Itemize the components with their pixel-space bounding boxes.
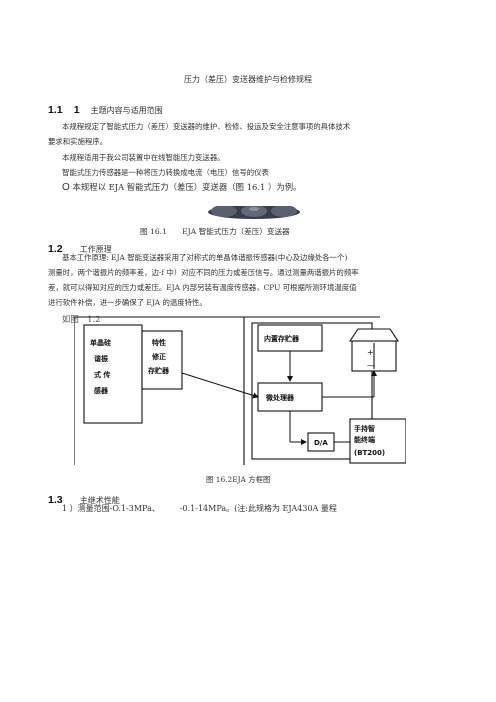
handheld-label-line: 能终端 xyxy=(354,435,375,444)
sensor-label-line: 式 传 xyxy=(94,370,110,379)
feature-label-line: 存贮器 xyxy=(148,366,170,375)
figure-caption: 图 16.2EJA 方框图 xyxy=(206,475,271,484)
sensor-label-line: 谐振 xyxy=(94,354,108,363)
feature-memory-block xyxy=(141,330,183,390)
feature-label-line: 修正 xyxy=(151,352,166,361)
sensor-label-line: 感器 xyxy=(94,386,109,395)
section-1-2-heading: 1.2 工作原理 xyxy=(48,237,112,256)
section-number: 1.1 xyxy=(48,104,63,116)
handheld-label-line: 手持智 xyxy=(354,424,375,433)
section-heading-text: 工作原理 xyxy=(79,245,112,254)
paragraph-line: O 本规程以 EJA 智能式压力（差压）变送器（图 16.1 ）为例。 xyxy=(62,181,302,193)
memory-block xyxy=(257,324,323,352)
feature-label-line: 特性 xyxy=(152,338,166,347)
handheld-block xyxy=(349,418,406,464)
section-1-3-heading: 1.3 主继术性能 xyxy=(48,488,120,507)
figure-caption: 图 16.1 EJA 智能式压力（差压）变送器 xyxy=(140,227,290,236)
sensor-label-line: 单晶硅 xyxy=(90,338,111,347)
paragraph-line: 本规程适用于我公司装置中在线智能压力变送器。 xyxy=(62,153,225,162)
da-label: D/A xyxy=(314,439,328,447)
paragraph-text: 本规程以 EJA 智能式压力（差压）变送器（图 16.1 ）为例。 xyxy=(72,182,302,192)
memory-label: 内置存贮器 xyxy=(264,334,300,343)
section-number: 1.3 xyxy=(48,494,63,506)
block-diagram: 单晶硅 谐振 式 传 感器 特性 修正 存贮器 内置存贮器 微处理器 D/A 手… xyxy=(74,316,406,465)
handheld-label-line: (BT200) xyxy=(354,449,385,457)
paragraph-line: 智能式压力传感器是一种将压力转换成电流（电压）信号的仪表 xyxy=(62,168,269,177)
document-title: 压力（差压）变送器维护与检修规程 xyxy=(184,75,312,84)
minus-sign: — xyxy=(367,361,375,370)
terminal-symbol xyxy=(348,328,400,342)
sensor-block xyxy=(83,324,143,424)
section-number: 1.2 xyxy=(48,243,63,255)
section-subnumber: 1 xyxy=(73,104,80,116)
list-item: 1 ）测量范围-O.1-3MPa、 -0.1-14MPa。(注:此规格为 EJA… xyxy=(62,504,337,513)
section-heading-text: 主题内容与适用范围 xyxy=(90,106,163,115)
plus-sign: + xyxy=(367,348,374,357)
paragraph-line: 测量时，两个谐振片的频率差，边-f 中）对应不同的压力或差压信号。通过测量两谐振… xyxy=(48,268,359,277)
section-1-1-heading: 1.1 1 主题内容与适用范围 xyxy=(48,98,163,117)
paragraph-line: 本规程规定了智能式压力（差压）变送器的维护、检修、投运及安全注意事项的具体技术 xyxy=(62,122,351,131)
list-marker: O xyxy=(62,182,70,193)
figure-reference: 如图 1.2 xyxy=(62,314,101,324)
paragraph-line: 进行软件补偿，进一步确保了 EJA 的温度特性。 xyxy=(48,298,207,307)
paragraph-line: 基本工作原理: EJA 智能变送器采用了对称式的单晶体谐振传感器(中心及边缘处各… xyxy=(62,253,348,262)
section-heading-text: 主继术性能 xyxy=(79,496,120,505)
transmitter-photo xyxy=(208,206,300,219)
cpu-label: 微处理器 xyxy=(265,393,295,402)
paragraph-line: 要求和实施程序。 xyxy=(48,137,108,146)
paragraph-line: 差，就可以得知对应的压力或差压。EJA 内部另装有温度传感器，CPU 可根据所测… xyxy=(48,283,357,292)
